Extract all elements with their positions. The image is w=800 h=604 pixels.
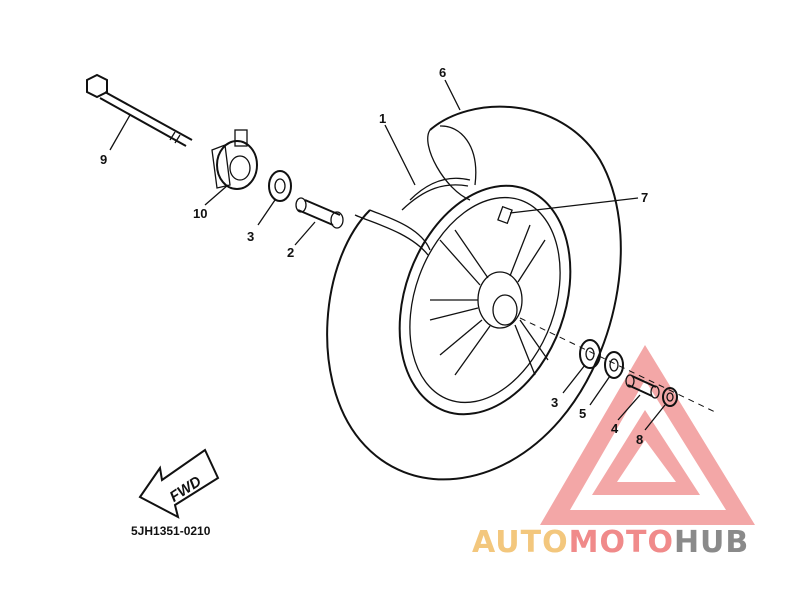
- wheel-hub: [429, 224, 549, 376]
- spacer: [295, 197, 344, 229]
- callout-3-left: 3: [247, 229, 254, 244]
- valve: [497, 205, 513, 225]
- callout-7: 7: [641, 190, 648, 205]
- part-code: 5JH1351-0210: [131, 524, 211, 538]
- callout-4: 4: [611, 421, 619, 436]
- svg-text:AUTOMOTOHUB: AUTOMOTOHUB: [472, 525, 749, 560]
- watermark-triangle: [540, 345, 755, 525]
- axle-bolt: [86, 73, 193, 147]
- watermark-hub: HUB: [674, 525, 749, 560]
- oil-seal: [604, 351, 624, 379]
- axle-centerline: [519, 317, 716, 413]
- leader-lines: [109, 79, 666, 431]
- callout-6: 6: [439, 65, 446, 80]
- axle-nut: [662, 387, 678, 407]
- gear-unit: [211, 129, 258, 190]
- callout-5: 5: [579, 406, 586, 421]
- bearing-left: [268, 170, 292, 202]
- callout-8: 8: [636, 432, 643, 447]
- watermark-moto: MOTO: [569, 525, 674, 560]
- callout-9: 9: [100, 152, 107, 167]
- callout-1: 1: [379, 111, 386, 126]
- bearing-right: [579, 339, 601, 369]
- tire: [326, 105, 622, 481]
- watermark-logo: AUTOMOTOHUB: [472, 525, 749, 560]
- callout-3-right: 3: [551, 395, 558, 410]
- fwd-arrow: FWD: [138, 448, 220, 519]
- wheel-rim: [398, 177, 572, 416]
- collar: [625, 374, 660, 399]
- fwd-label: FWD: [167, 473, 205, 506]
- watermark-auto: AUTO: [472, 525, 569, 560]
- callout-10: 10: [193, 206, 207, 221]
- callout-2: 2: [287, 245, 294, 260]
